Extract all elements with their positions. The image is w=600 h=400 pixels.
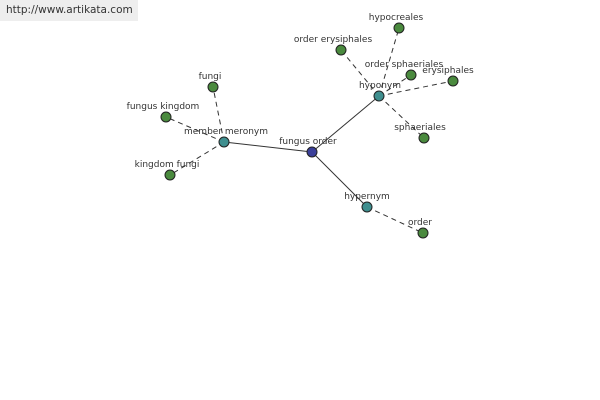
label-member-meronym[interactable]: member meronym xyxy=(184,127,268,137)
label-order-sphaeriales[interactable]: order sphaeriales xyxy=(365,60,444,70)
edge-hyponym-to-hypocreales xyxy=(378,27,400,97)
label-hyponym[interactable]: hyponym xyxy=(359,81,401,91)
node-hypernym[interactable] xyxy=(361,201,373,213)
node-order[interactable] xyxy=(417,227,429,239)
edge-hyponym-to-order-sphaeriales xyxy=(378,74,412,97)
label-kingdom-fungi[interactable]: kingdom fungi xyxy=(135,160,200,170)
node-order-sphaeriales[interactable] xyxy=(405,69,417,81)
label-fungus-order[interactable]: fungus order xyxy=(279,137,337,147)
label-hypocreales[interactable]: hypocreales xyxy=(369,13,424,23)
edge-hyponym-to-order-erysiphales xyxy=(340,49,380,97)
node-fungi[interactable] xyxy=(207,81,219,93)
label-fungus-kingdom[interactable]: fungus kingdom xyxy=(127,102,200,112)
node-fungus-order[interactable] xyxy=(306,146,318,158)
node-member-meronym[interactable] xyxy=(218,136,230,148)
edge-hyponym-to-erysiphales xyxy=(378,80,454,97)
edge-fungus-order-to-member-meronym xyxy=(223,141,313,153)
node-hypocreales[interactable] xyxy=(393,22,405,34)
watermark-url: http://www.artikata.com xyxy=(0,0,138,21)
edge-hyponym-to-sphaeriales xyxy=(378,95,425,139)
edge-member-meronym-to-fungus-kingdom xyxy=(165,116,225,143)
edge-member-meronym-to-fungi xyxy=(212,86,225,143)
node-kingdom-fungi[interactable] xyxy=(164,169,176,181)
edge-hypernym-to-order xyxy=(366,206,424,234)
node-order-erysiphales[interactable] xyxy=(335,44,347,56)
label-hypernym[interactable]: hypernym xyxy=(344,192,390,202)
edge-fungus-order-to-hyponym xyxy=(311,95,380,153)
label-order-erysiphales[interactable]: order erysiphales xyxy=(294,35,373,45)
edge-fungus-order-to-hypernym xyxy=(311,151,368,208)
labels-layer: fungus order member meronym hyponym hyperny… xyxy=(127,13,474,228)
label-erysiphales[interactable]: erysiphales xyxy=(422,66,474,76)
node-hyponym[interactable] xyxy=(373,90,385,102)
edge-member-meronym-to-kingdom-fungi xyxy=(169,141,225,176)
node-fungus-kingdom[interactable] xyxy=(160,111,172,123)
node-erysiphales[interactable] xyxy=(447,75,459,87)
edges-layer xyxy=(165,27,454,234)
label-sphaeriales[interactable]: sphaeriales xyxy=(394,123,446,133)
label-fungi[interactable]: fungi xyxy=(199,72,222,82)
node-sphaeriales[interactable] xyxy=(418,132,430,144)
nodes-layer xyxy=(160,22,459,239)
label-order[interactable]: order xyxy=(408,218,432,228)
